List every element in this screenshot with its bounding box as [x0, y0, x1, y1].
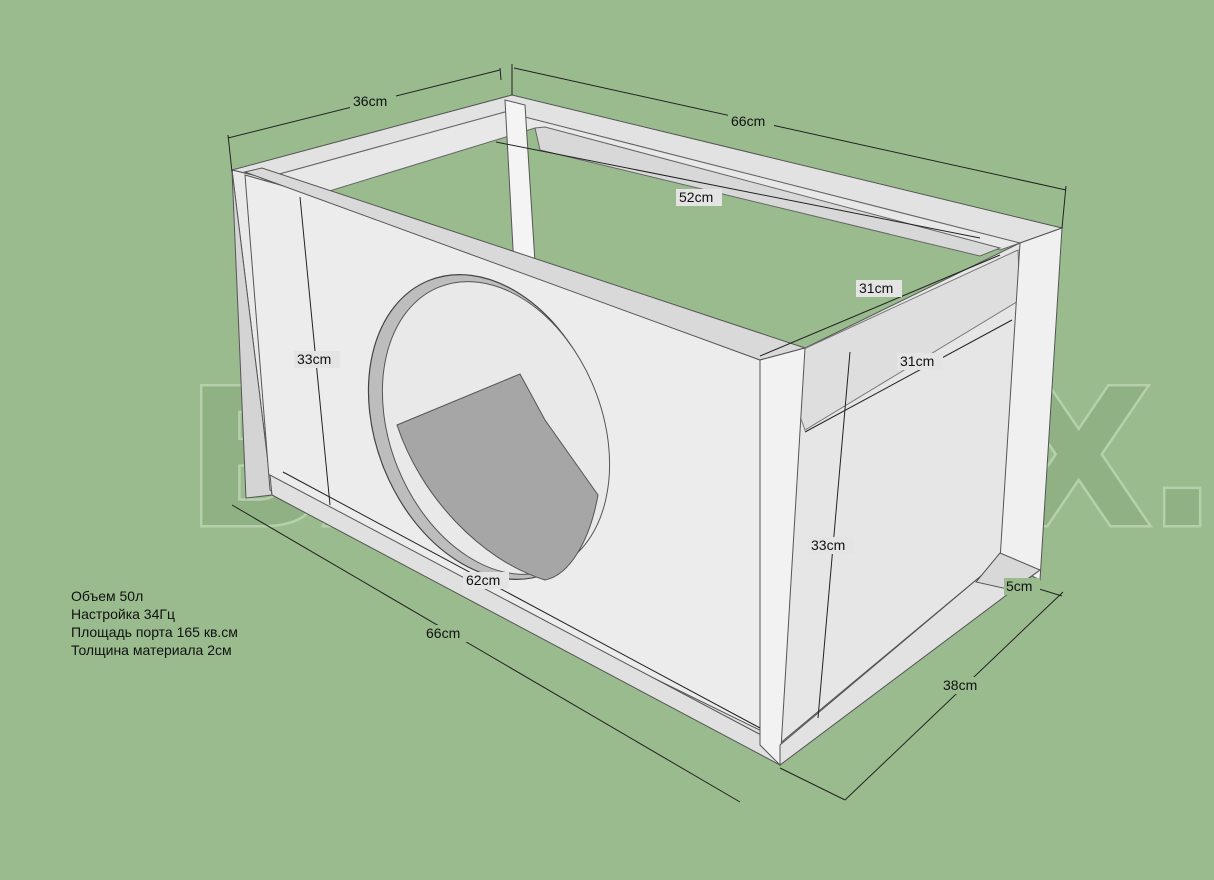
dim-port-depth: 31cm	[859, 280, 893, 296]
dimension-labels: 36cm 66cm 52cm 31cm 31cm 33cm 33cm 62cm …	[294, 93, 1040, 694]
dim-side-depth: 31cm	[900, 353, 934, 369]
dimension-lines	[227, 64, 1067, 803]
dim-port-width: 5cm	[1006, 578, 1032, 594]
left-edge	[231, 169, 273, 499]
spec-volume: Объем 50л	[71, 588, 144, 604]
dim-port-length: 52cm	[679, 189, 713, 205]
dim-top-length: 66cm	[731, 113, 765, 129]
dim-inner-length: 62cm	[466, 572, 500, 588]
spec-port-area: Площадь порта 165 кв.см	[71, 624, 238, 640]
cutout-interior-view	[396, 373, 599, 581]
spec-thickness: Толщина материала 2см	[71, 642, 232, 658]
dim-side-height: 33cm	[811, 537, 845, 553]
dim-bottom-length: 66cm	[426, 625, 460, 641]
spec-tuning: Настройка 34Гц	[71, 606, 175, 622]
specs-block: Объем 50л Настройка 34Гц Площадь порта 1…	[71, 587, 238, 659]
dim-bottom-depth: 38cm	[943, 677, 977, 693]
dim-inner-height: 33cm	[297, 351, 331, 367]
port-panel	[534, 126, 1002, 257]
dim-top-depth: 36cm	[353, 93, 387, 109]
